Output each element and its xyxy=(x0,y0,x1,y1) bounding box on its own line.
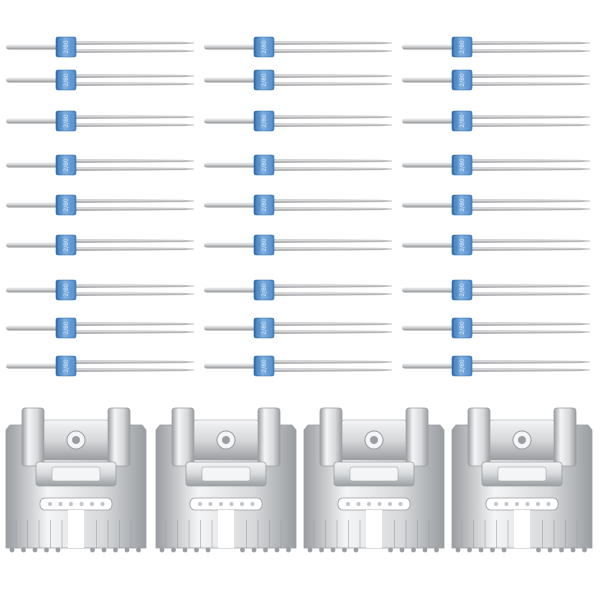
twin-needle: 2/80 xyxy=(402,36,591,58)
twin-needle: 2/80 xyxy=(402,110,591,132)
svg-text:2/80: 2/80 xyxy=(459,359,466,373)
twin-needle: 2/80 xyxy=(402,317,591,339)
svg-text:2/80: 2/80 xyxy=(63,359,70,373)
svg-text:2/80: 2/80 xyxy=(261,198,268,212)
pintuck-presser-foot xyxy=(451,407,593,553)
twin-needle: 2/80 xyxy=(6,69,195,91)
twin-needle: 2/80 xyxy=(204,110,393,132)
svg-text:2/80: 2/80 xyxy=(261,321,268,335)
svg-text:2/80: 2/80 xyxy=(459,283,466,297)
twin-needle: 2/80 xyxy=(6,194,195,216)
twin-needle: 2/80 xyxy=(6,110,195,132)
twin-needle: 2/80 xyxy=(204,279,393,301)
svg-text:2/80: 2/80 xyxy=(459,40,466,54)
twin-needle: 2/80 xyxy=(204,69,393,91)
svg-text:2/80: 2/80 xyxy=(63,283,70,297)
twin-needle: 2/80 xyxy=(204,154,393,176)
svg-text:2/80: 2/80 xyxy=(459,198,466,212)
twin-needle: 2/80 xyxy=(6,355,195,377)
svg-text:2/80: 2/80 xyxy=(63,40,70,54)
twin-needle: 2/80 xyxy=(204,234,393,256)
twin-needle: 2/80 xyxy=(402,279,591,301)
svg-text:2/80: 2/80 xyxy=(261,283,268,297)
svg-text:2/80: 2/80 xyxy=(63,158,70,172)
twin-needle: 2/80 xyxy=(402,355,591,377)
svg-text:2/80: 2/80 xyxy=(63,73,70,87)
svg-text:2/80: 2/80 xyxy=(261,158,268,172)
svg-text:2/80: 2/80 xyxy=(63,198,70,212)
svg-text:2/80: 2/80 xyxy=(459,73,466,87)
svg-text:2/80: 2/80 xyxy=(63,238,70,252)
svg-text:2/80: 2/80 xyxy=(261,114,268,128)
twin-needle: 2/80 xyxy=(204,355,393,377)
twin-needle: 2/80 xyxy=(204,317,393,339)
twin-needle: 2/80 xyxy=(6,317,195,339)
twin-needle: 2/80 xyxy=(6,36,195,58)
pintuck-presser-foot xyxy=(5,407,147,553)
svg-text:2/80: 2/80 xyxy=(63,321,70,335)
svg-text:2/80: 2/80 xyxy=(459,114,466,128)
svg-text:2/80: 2/80 xyxy=(261,40,268,54)
pintuck-presser-foot xyxy=(155,407,297,553)
twin-needle: 2/80 xyxy=(402,234,591,256)
svg-text:2/80: 2/80 xyxy=(261,359,268,373)
pintuck-presser-foot xyxy=(303,407,445,553)
twin-needle: 2/80 xyxy=(402,69,591,91)
twin-needle: 2/80 xyxy=(6,279,195,301)
svg-text:2/80: 2/80 xyxy=(261,73,268,87)
twin-needle: 2/80 xyxy=(6,154,195,176)
twin-needle: 2/80 xyxy=(204,194,393,216)
svg-text:2/80: 2/80 xyxy=(459,238,466,252)
svg-text:2/80: 2/80 xyxy=(459,158,466,172)
svg-text:2/80: 2/80 xyxy=(459,321,466,335)
svg-text:2/80: 2/80 xyxy=(63,114,70,128)
twin-needle: 2/80 xyxy=(402,194,591,216)
twin-needle: 2/80 xyxy=(402,154,591,176)
twin-needle: 2/80 xyxy=(204,36,393,58)
svg-text:2/80: 2/80 xyxy=(261,238,268,252)
twin-needle: 2/80 xyxy=(6,234,195,256)
